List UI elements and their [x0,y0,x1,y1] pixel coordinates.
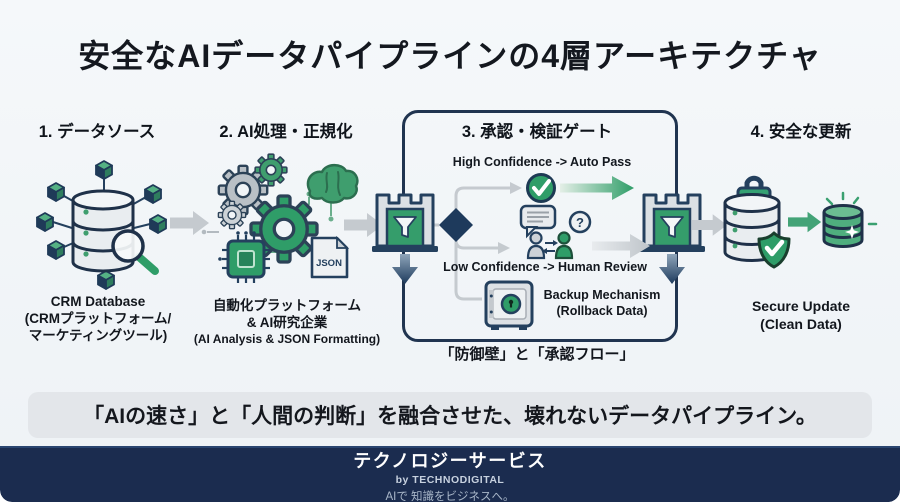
low-confidence-label: Low Confidence -> Human Review [443,260,647,274]
column-label-data-source: 1. データソース [38,123,156,141]
gate-caption: 「防御壁」と「承認フロー」 [439,346,635,363]
secure-caption-line2: (Clean Data) [760,316,842,332]
column-label-approval-gate: 3. 承認・検証ゲート [461,123,613,141]
high-confidence-label: High Confidence -> Auto Pass [452,155,632,169]
ai-caption-line3: (AI Analysis & JSON Formatting) [193,332,381,346]
backup-label-line1: Backup Mechanism [543,288,661,302]
ai-caption-line2: & AI研究企業 [246,315,328,330]
backup-label-line2: (Rollback Data) [556,304,648,318]
backup-label: Backup Mechanism (Rollback Data) [537,287,667,319]
crm-caption-line1: CRM Database [50,294,146,309]
crm-caption-line2: (CRMプラットフォーム/ [24,311,172,326]
banner-message: 「AIの速さ」と「人間の判断」を融合させた、壊れないデータパイプライン。 [28,392,872,438]
footer-tagline: AIで 知識をビジネスへ。 [385,490,515,502]
column-label-secure-update: 4. 安全な更新 [750,123,852,141]
ai-caption: 自動化プラットフォーム & AI研究企業 (AI Analysis & JSON… [190,297,384,348]
page-title: 安全なAIデータパイプラインの4層アーキテクチャ [78,38,822,74]
secure-caption-line1: Secure Update [751,298,851,314]
ai-caption-line1: 自動化プラットフォーム [212,298,362,313]
footer: テクノロジーサービス by TECHNODIGITAL AIで 知識をビジネスへ… [0,446,900,502]
footer-byline: by TECHNODIGITAL [395,473,505,486]
crm-caption: CRM Database (CRMプラットフォーム/ マーケティングツール) [10,293,186,344]
column-label-ai-processing: 2. AI処理・正規化 [219,123,353,141]
secure-update-caption: Secure Update (Clean Data) [711,297,891,333]
crm-caption-line3: マーケティングツール) [28,328,168,343]
footer-brand: テクノロジーサービス [353,450,547,471]
